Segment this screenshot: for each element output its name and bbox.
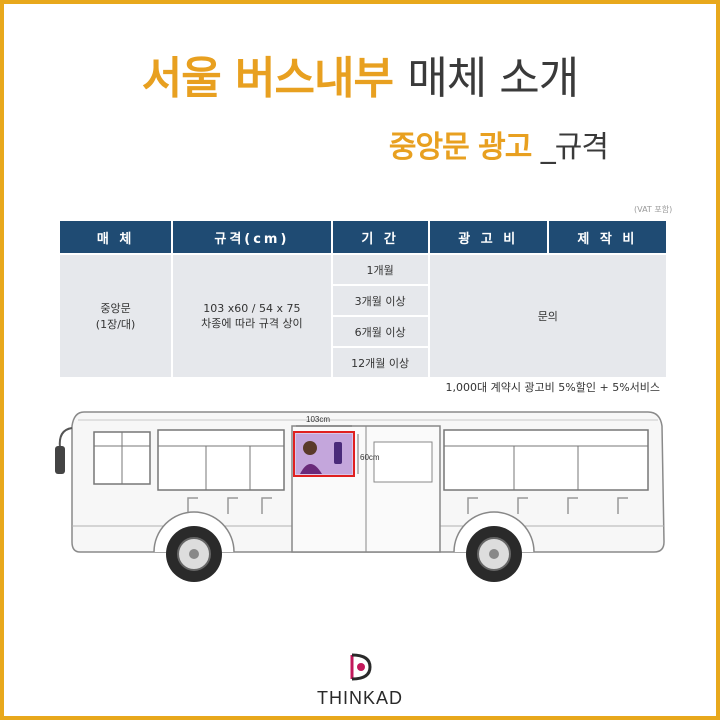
table-row: 12개월 이상 xyxy=(60,348,666,377)
media-cell: 중앙문 (1장/대) xyxy=(60,255,172,377)
subtitle-plain: _규격 xyxy=(540,130,609,165)
width-label: 103cm xyxy=(306,415,330,424)
media-name: 중앙문 xyxy=(100,302,131,315)
side-mirror xyxy=(55,446,65,474)
table-row: 3개월 이상 xyxy=(60,286,666,315)
vat-note: (VAT 포함) xyxy=(634,205,673,214)
page-subtitle: 중앙문 광고 _규격 xyxy=(388,122,609,166)
media-unit: (1장/대) xyxy=(95,318,136,331)
ad-model-head xyxy=(303,441,317,455)
spec-cell: 103 x60 / 54 x 75 차종에 따라 규격 상이 xyxy=(173,255,331,377)
table-row: 6개월 이상 xyxy=(60,317,666,346)
header-spec: 규격(cm) xyxy=(173,221,331,253)
table-row: 중앙문 (1장/대) 103 x60 / 54 x 75 차종에 따라 규격 상… xyxy=(60,255,666,377)
spec-note: 차종에 따라 규격 상이 xyxy=(201,316,303,330)
period-cell: 3개월 이상 xyxy=(332,286,428,315)
title-plain: 매체 소개 xyxy=(407,53,579,104)
brand-logo: THINKAD xyxy=(4,652,716,709)
header-period: 기 간 xyxy=(332,221,428,253)
header-ad-cost: 광 고 비 xyxy=(429,221,547,253)
price-cell: 문의 xyxy=(429,255,666,377)
header-media: 매 체 xyxy=(60,221,172,253)
discount-note: 1,000대 계약시 광고비 5%할인 + 5%서비스 xyxy=(445,381,660,394)
period-cell: 6개월 이상 xyxy=(332,317,428,346)
period-cell: 1개월 xyxy=(332,255,428,284)
period-cell: 12개월 이상 xyxy=(332,348,428,377)
height-label: 60cm xyxy=(360,453,380,462)
side-window-left xyxy=(157,429,285,491)
spec-table: 매 체 규격(cm) 기 간 광 고 비 제 작 비 중앙문 (1장/대) 10… xyxy=(58,219,668,379)
side-window-right xyxy=(443,429,649,491)
door-window xyxy=(373,441,433,483)
spec-size: 103 x60 / 54 x 75 xyxy=(203,301,301,315)
header-production-cost: 제 작 비 xyxy=(548,221,666,253)
logo-text: THINKAD xyxy=(316,688,403,708)
bus-illustration: 103cm 60cm xyxy=(55,411,665,582)
title-accent: 서울 버스내부 xyxy=(141,53,394,104)
subtitle-accent: 중앙문 광고 xyxy=(388,130,532,165)
table-header-row: 매 체 규격(cm) 기 간 광 고 비 제 작 비 xyxy=(60,221,666,253)
page-title: 서울 버스내부 매체 소개 xyxy=(4,42,716,106)
thinkad-logo-icon xyxy=(350,653,372,681)
ad-product xyxy=(334,442,342,464)
